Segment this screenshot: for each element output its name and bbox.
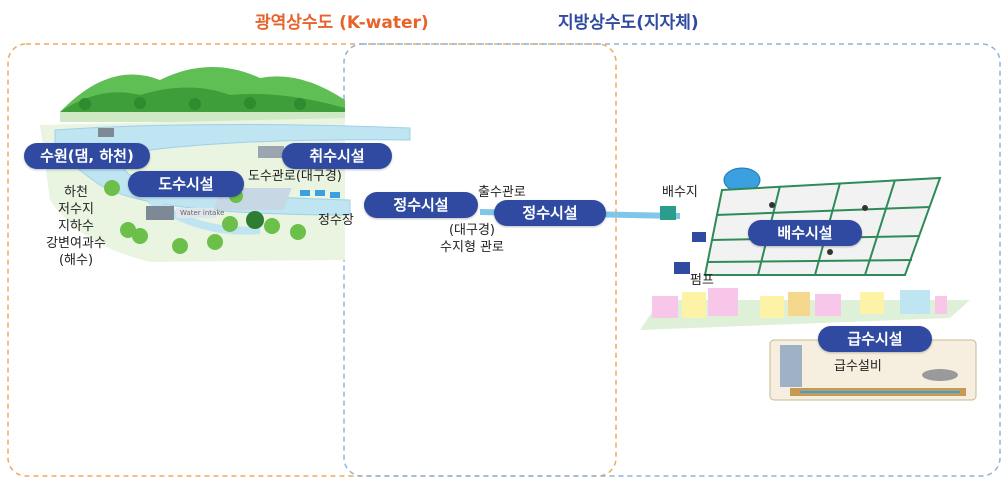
- purification-pill-2: 정수시설: [494, 200, 606, 226]
- intake-structure: [258, 146, 284, 158]
- source-type: 저수지: [58, 202, 94, 217]
- conveyance-pill: 도수시설: [128, 171, 244, 197]
- water-intake-building: [146, 206, 174, 220]
- intake-pill: 취수시설: [282, 143, 392, 169]
- supply-detail-box: [769, 339, 977, 401]
- source-type: (해수): [58, 253, 94, 268]
- source-types-list: 하천 저수지 지하수 강변여과수 (해수): [38, 184, 114, 269]
- source-pill: 수원(댐, 하천): [24, 143, 150, 169]
- purification-plant-label: 정수장: [318, 213, 354, 228]
- mountain-scene: [60, 66, 345, 122]
- regional-water-header: 광역상수도 (K-water): [255, 13, 429, 33]
- pump-label: 펌프: [690, 273, 714, 288]
- supply-equipment-label: 급수설비: [834, 359, 882, 374]
- intake-sign: Water intake: [180, 209, 225, 217]
- regional-water-region: [7, 43, 617, 477]
- distribution-pill: 배수시설: [748, 220, 862, 246]
- purification-pill-1: 정수시설: [364, 192, 478, 218]
- reservoir-label: 배수지: [662, 185, 698, 200]
- town: [640, 288, 970, 330]
- large-pipe-label: (대구경) 수지형 관로: [440, 223, 504, 255]
- local-water-header: 지방상수도(지자체): [558, 13, 699, 33]
- source-type: 하천: [64, 185, 88, 200]
- pump-drawing: [674, 262, 690, 274]
- source-type: 강변여과수: [46, 236, 106, 251]
- conveyance-pipe-label: 도수관로(대구경): [248, 169, 342, 184]
- source-type: 지하수: [58, 219, 94, 234]
- supply-pill: 급수시설: [818, 326, 932, 352]
- outflow-pipe-label: 출수관로: [478, 185, 526, 200]
- dam-structure: [98, 128, 114, 137]
